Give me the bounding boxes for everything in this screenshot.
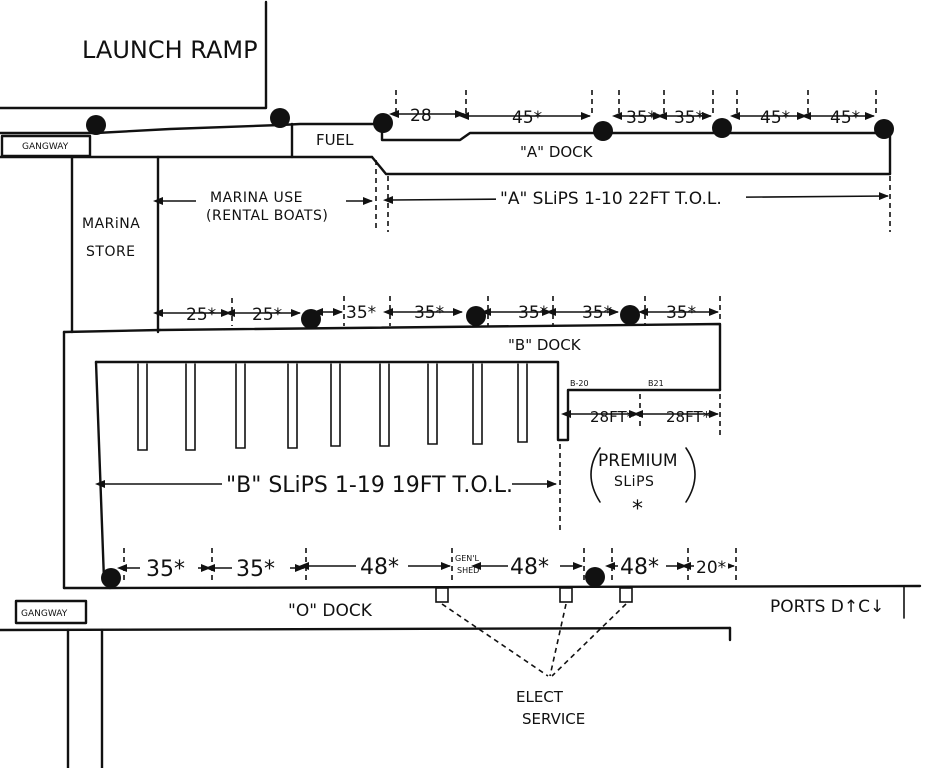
gen-shed-label-2: SHED (457, 566, 479, 575)
piling (373, 113, 393, 133)
o-meas-3: 48* (360, 555, 399, 580)
a-meas-1: 28 (410, 106, 432, 126)
b-meas-7: 35* (666, 303, 696, 323)
b-slips-span: "B" SLiPS 1-19 19FT T.O.L. (95, 444, 561, 530)
top-walkway: GANGWAY FUEL (0, 122, 384, 159)
electric-service: ELECT SERVICE (435, 587, 633, 728)
premium-slips: 28FT* 28FT* PREMIUM SLiPS * (561, 394, 721, 522)
a-meas-2: 45* (512, 108, 542, 128)
piling (620, 305, 640, 325)
b-dock-label: "B" DOCK (508, 336, 582, 354)
premium-label-1: PREMIUM (598, 451, 678, 471)
o-dock-label: "O" DOCK (288, 601, 373, 621)
b-dock-measurements: 25* 25* 35* 35* 35* 35* 35* (153, 296, 721, 326)
marina-use-label-1: MARINA USE (210, 190, 303, 206)
premium-meas-1: 28FT* (590, 408, 635, 426)
piling (270, 108, 290, 128)
marina-store-label-1: MARiNA (82, 216, 140, 232)
a-dock-label: "A" DOCK (520, 143, 594, 161)
a-slips-label: "A" SLiPS 1-10 22FT T.O.L. (500, 189, 722, 209)
premium-meas-2: 28FT* (666, 408, 711, 426)
bottom-gangway-label: GANGWAY (21, 609, 68, 619)
ports-dtc-label: PORTS D↑C↓ (770, 597, 884, 617)
b-finger-slips (137, 363, 528, 451)
piling (301, 309, 321, 329)
b-meas-1: 25* (186, 305, 216, 325)
b-meas-3: 35* (346, 303, 376, 323)
b-meas-4: 35* (414, 303, 444, 323)
marina-use-label-2: (RENTAL BOATS) (206, 208, 328, 224)
a-slips-span: MARINA USE (RENTAL BOATS) "A" SLiPS 1-10… (153, 160, 891, 232)
piling (101, 568, 121, 588)
o-dock: GANGWAY "O" DOCK PORTS D↑C↓ (0, 584, 922, 768)
b21-label: B21 (648, 379, 664, 388)
o-dock-measurements: 35* 35* 48* 48* 48* 20* GEN'L SHED (117, 548, 737, 582)
a-meas-6: 45* (830, 108, 860, 128)
elect-box-2 (559, 587, 573, 603)
piling (86, 115, 106, 135)
a-dock: "A" DOCK (370, 122, 892, 176)
marina-store: MARiNA STORE (70, 155, 160, 334)
premium-label-2: SLiPS (614, 474, 654, 490)
gen-shed-label-1: GEN'L (455, 554, 479, 563)
elect-box-1 (435, 587, 449, 603)
o-meas-2: 35* (236, 557, 275, 582)
piling (712, 118, 732, 138)
o-meas-1: 35* (146, 557, 185, 582)
piling (593, 121, 613, 141)
o-meas-6: 20* (696, 558, 726, 578)
piling (466, 306, 486, 326)
b-meas-2: 25* (252, 305, 282, 325)
top-gangway-label: GANGWAY (22, 142, 69, 152)
pilings (86, 108, 894, 588)
b-meas-6: 35* (582, 303, 612, 323)
elect-box-3 (619, 587, 633, 603)
a-meas-5: 45* (760, 108, 790, 128)
a-meas-4: 35* (674, 108, 704, 128)
piling (874, 119, 894, 139)
premium-star: * (632, 497, 643, 522)
marina-store-label-2: STORE (86, 244, 136, 260)
bottom-gangway-box (14, 599, 88, 625)
b-meas-5: 35* (518, 303, 548, 323)
launch-ramp-label: LAUNCH RAMP (82, 36, 258, 64)
elect-label-1: ELECT (516, 688, 564, 706)
a-dock-measurements: 28 45* 35* 35* 45* 45* (389, 90, 877, 128)
fuel-label: FUEL (316, 131, 354, 149)
b20-label: B-20 (570, 379, 589, 388)
a-meas-3: 35* (626, 108, 656, 128)
b-slips-label: "B" SLiPS 1-19 19FT T.O.L. (226, 473, 513, 498)
o-meas-5: 48* (620, 555, 659, 580)
piling (585, 567, 605, 587)
top-gangway-box (0, 134, 92, 158)
elect-label-2: SERVICE (522, 710, 585, 728)
launch-ramp: LAUNCH RAMP (0, 0, 268, 110)
o-meas-4: 48* (510, 555, 549, 580)
